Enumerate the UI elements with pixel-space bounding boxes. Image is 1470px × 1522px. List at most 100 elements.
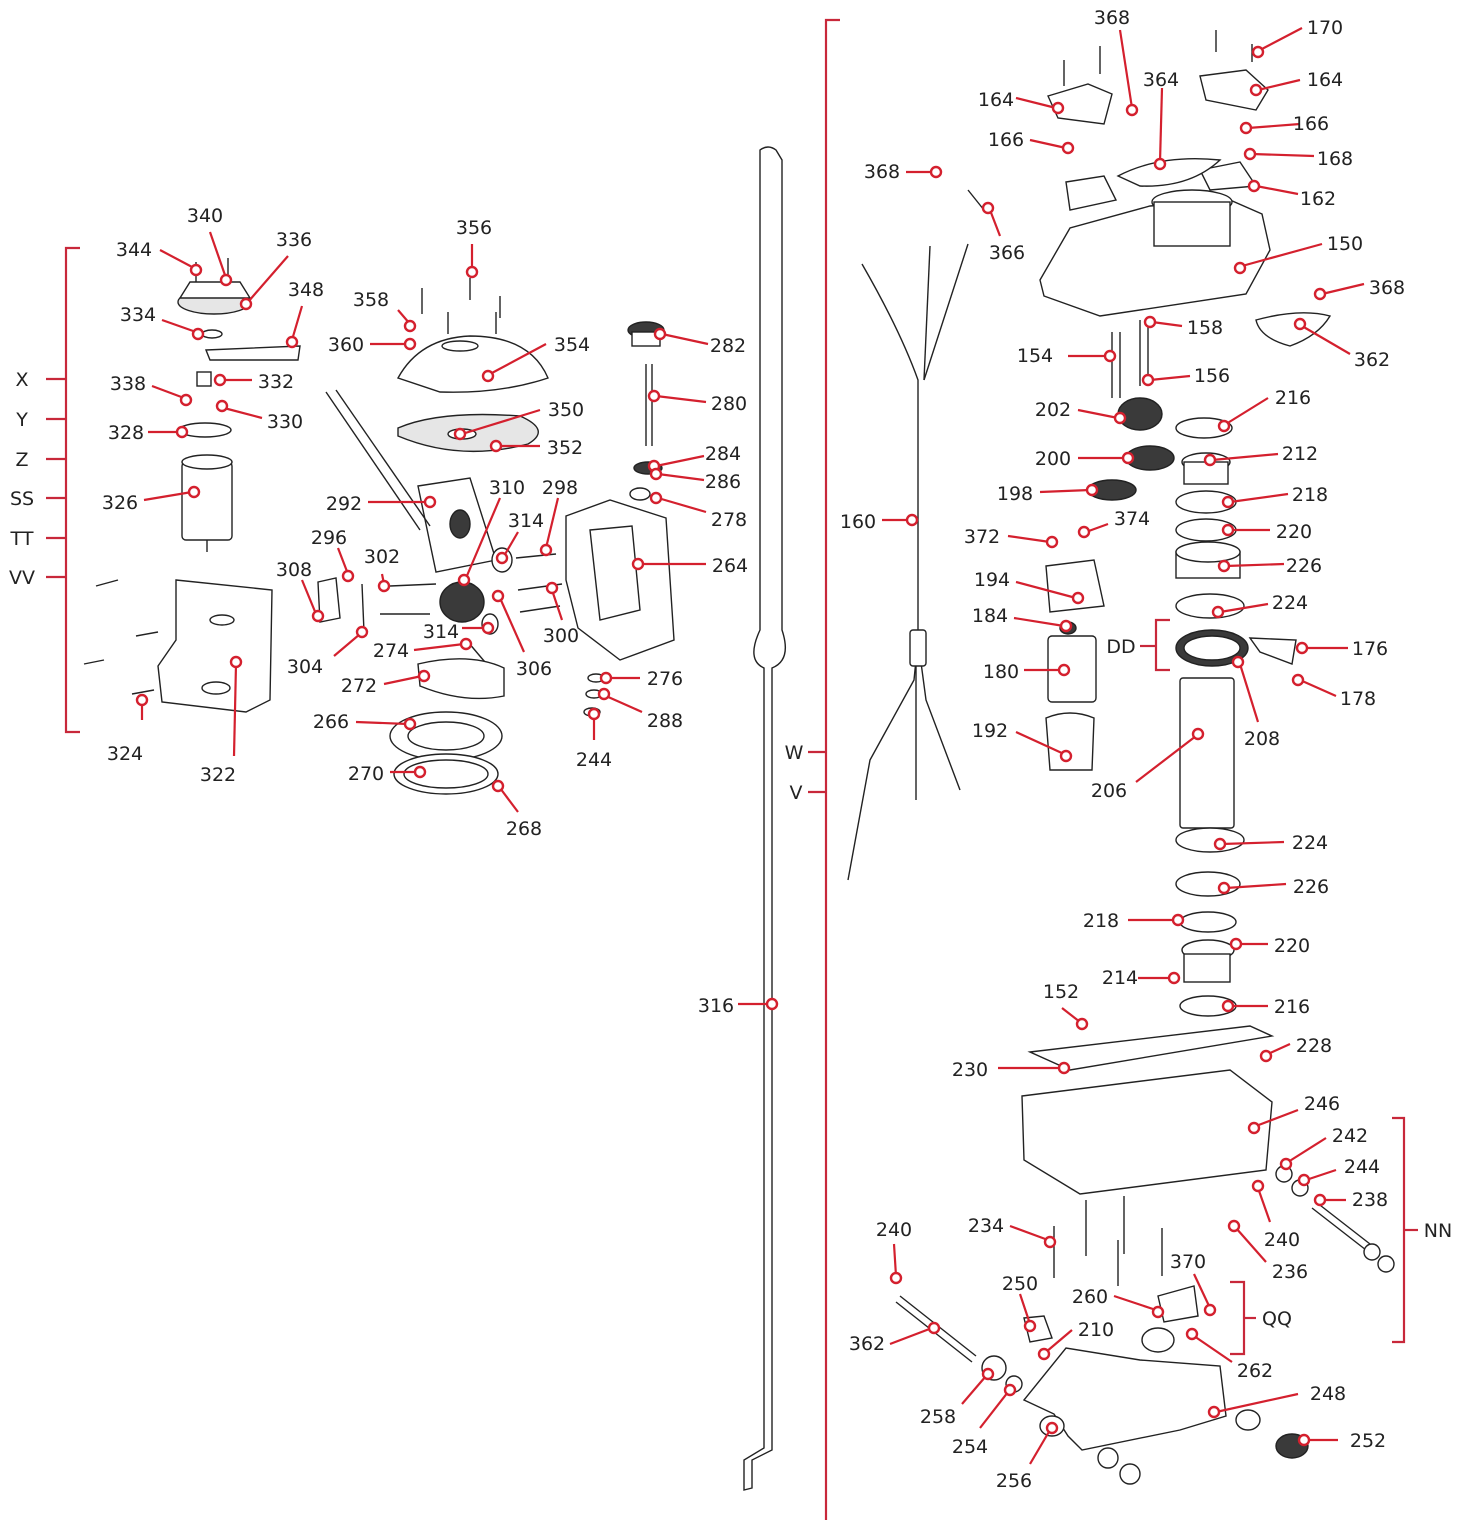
callout-286: 286 xyxy=(649,467,741,493)
svg-text:154: 154 xyxy=(1017,345,1053,367)
svg-text:324: 324 xyxy=(107,743,143,765)
callout-280: 280 xyxy=(647,389,747,415)
callout-316: 316 xyxy=(698,995,779,1017)
top-covers xyxy=(1047,30,1269,211)
svg-text:340: 340 xyxy=(187,205,223,227)
svg-text:314: 314 xyxy=(423,621,459,643)
svg-text:162: 162 xyxy=(1300,188,1336,210)
svg-text:184: 184 xyxy=(972,605,1008,627)
motor-cap-assembly xyxy=(177,258,301,361)
callout-374: 374 xyxy=(1077,508,1150,539)
svg-text:358: 358 xyxy=(353,289,389,311)
callout-160: 160 xyxy=(840,511,919,533)
svg-text:164: 164 xyxy=(978,89,1014,111)
callout-242: 242 xyxy=(1279,1125,1368,1171)
rod-316 xyxy=(743,146,786,1491)
callout-288: 288 xyxy=(597,687,683,732)
callout-150: 150 xyxy=(1233,233,1363,275)
callout-194: 194 xyxy=(974,569,1085,605)
svg-text:310: 310 xyxy=(489,477,525,499)
callout-258: 258 xyxy=(920,1367,995,1428)
svg-text:348: 348 xyxy=(288,279,324,301)
svg-text:158: 158 xyxy=(1187,317,1223,339)
group-label-dd: DD xyxy=(1106,636,1135,658)
callout-240a: 240 xyxy=(1251,1179,1300,1251)
callout-226a: 226 xyxy=(1217,555,1322,577)
wire-harness-160 xyxy=(847,189,985,881)
callout-296: 296 xyxy=(311,527,355,583)
svg-text:364: 364 xyxy=(1143,69,1179,91)
shaft-238 xyxy=(1275,1165,1395,1273)
svg-text:220: 220 xyxy=(1276,521,1312,543)
svg-text:240: 240 xyxy=(876,1219,912,1241)
callout-330: 330 xyxy=(215,399,303,433)
callout-166b: 166 xyxy=(1239,113,1329,135)
callout-220b: 220 xyxy=(1229,935,1310,957)
callout-162: 162 xyxy=(1247,179,1336,210)
group-label-x: X xyxy=(15,369,28,391)
callout-250: 250 xyxy=(1002,1273,1038,1333)
callout-302: 302 xyxy=(364,546,400,593)
svg-text:328: 328 xyxy=(108,422,144,444)
callout-152: 152 xyxy=(1043,981,1089,1031)
gears-198-202 xyxy=(1087,397,1175,501)
svg-text:260: 260 xyxy=(1072,1286,1108,1308)
svg-text:314: 314 xyxy=(508,510,544,532)
group-label-ss: SS xyxy=(10,488,34,510)
group-label-w: W xyxy=(785,742,804,764)
callout-216b: 216 xyxy=(1221,996,1310,1018)
circuit-board-292 xyxy=(325,389,497,573)
callout-354: 354 xyxy=(481,334,590,383)
group-label-vv: VV xyxy=(9,567,35,589)
qq-bracket xyxy=(1230,1280,1246,1356)
svg-text:326: 326 xyxy=(102,492,138,514)
svg-text:220: 220 xyxy=(1274,935,1310,957)
svg-text:322: 322 xyxy=(200,764,236,786)
nn-bracket xyxy=(1392,1116,1406,1344)
svg-text:256: 256 xyxy=(996,1470,1032,1492)
callout-238: 238 xyxy=(1313,1189,1388,1211)
callout-284: 284 xyxy=(647,443,741,473)
callout-368c: 368 xyxy=(1313,277,1405,301)
svg-text:258: 258 xyxy=(920,1406,956,1428)
svg-text:288: 288 xyxy=(647,710,683,732)
gear-cover-assembly xyxy=(396,278,549,453)
callout-198: 198 xyxy=(997,483,1099,505)
svg-text:368: 368 xyxy=(1369,277,1405,299)
callout-230: 230 xyxy=(952,1059,1071,1081)
callout-266: 266 xyxy=(313,711,417,733)
group-label-v: V xyxy=(790,782,803,804)
svg-text:284: 284 xyxy=(705,443,741,465)
callout-158: 158 xyxy=(1143,315,1223,339)
svg-text:368: 368 xyxy=(1094,7,1130,29)
callout-306: 306 xyxy=(491,589,552,680)
callout-248: 248 xyxy=(1207,1383,1346,1419)
callout-368b: 368 xyxy=(864,161,943,183)
callout-262: 262 xyxy=(1185,1327,1273,1382)
svg-text:316: 316 xyxy=(698,995,734,1017)
callout-372: 372 xyxy=(964,526,1059,549)
callout-224b: 224 xyxy=(1213,832,1328,854)
group-label-list: X Y Z SS TT VV W V DD NN QQ xyxy=(9,369,1452,1330)
callout-328: 328 xyxy=(108,422,189,444)
svg-text:178: 178 xyxy=(1340,688,1376,710)
svg-text:350: 350 xyxy=(548,399,584,421)
svg-text:226: 226 xyxy=(1293,876,1329,898)
callout-264: 264 xyxy=(631,555,748,577)
callout-218a: 218 xyxy=(1221,484,1328,509)
callout-254: 254 xyxy=(952,1383,1017,1458)
pins-154-156 xyxy=(1111,320,1149,398)
svg-text:166: 166 xyxy=(988,129,1024,151)
svg-text:238: 238 xyxy=(1352,1189,1388,1211)
svg-text:276: 276 xyxy=(647,668,683,690)
svg-text:218: 218 xyxy=(1083,910,1119,932)
svg-text:216: 216 xyxy=(1274,996,1310,1018)
callout-298: 298 xyxy=(539,477,578,557)
callout-338: 338 xyxy=(110,373,193,407)
svg-text:226: 226 xyxy=(1286,555,1322,577)
svg-text:192: 192 xyxy=(972,720,1008,742)
svg-text:228: 228 xyxy=(1296,1035,1332,1057)
callout-366: 366 xyxy=(981,201,1025,264)
svg-text:224: 224 xyxy=(1292,832,1328,854)
left-group-bracket xyxy=(64,246,80,734)
